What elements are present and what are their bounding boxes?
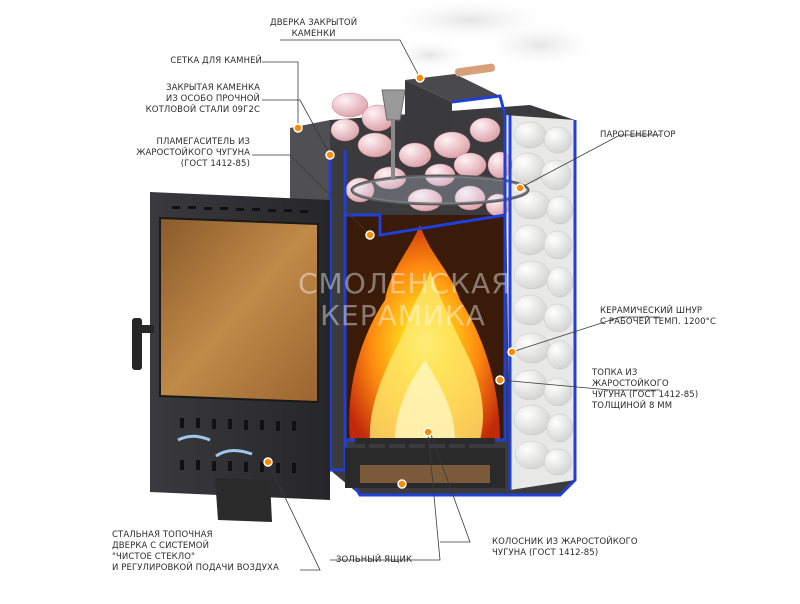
label-line: И РЕГУЛИРОВКОЙ ПОДАЧИ ВОЗДУХА (112, 563, 279, 573)
label-line: С РАБОЧЕЙ ТЕМП. 1200°С (600, 317, 717, 327)
label-fire-door: СТАЛЬНАЯ ТОПОЧНАЯ ДВЕРКА С СИСТЕМОЙ "ЧИС… (112, 530, 279, 574)
watermark-line: СМОЛЕНСКАЯ (298, 267, 512, 300)
label-line: СЕТКА ДЛЯ КАМНЕЙ (170, 56, 262, 66)
fire-door (132, 192, 330, 522)
label-line: ТОЛЩИНОЙ 8 мм (592, 401, 673, 411)
label-line: КЕРАМИЧЕСКИЙ ШНУР (600, 306, 703, 316)
steam-cloud (380, 0, 600, 71)
label-line: ПЛАМЕГАСИТЕЛЬ ИЗ (156, 137, 250, 147)
label-line: ЗОЛЬНЫЙ ЯЩИК (336, 555, 413, 565)
label-line: ЧУГУНА (ГОСТ 1412-85) (592, 390, 699, 400)
label-flame-damper: ПЛАМЕГАСИТЕЛЬ ИЗ ЖАРОСТОЙКОГО ЧУГУНА (ГО… (100, 137, 250, 170)
label-door-closed: ДВЕРКА ЗАКРЫТОЙ КАМЕНКИ (270, 18, 357, 40)
label-line: ЖАРОСТОЙКОГО (592, 379, 669, 389)
label-ceramic-cord: КЕРАМИЧЕСКИЙ ШНУР С РАБОЧЕЙ ТЕМП. 1200°С (600, 306, 716, 328)
label-ash-box: ЗОЛЬНЫЙ ЯЩИК (336, 555, 412, 566)
label-line: ЗАКРЫТАЯ КАМЕНКА (166, 83, 260, 93)
steam-generator-tray (350, 174, 530, 206)
label-line: КОЛОСНИК ИЗ ЖАРОСТОЙКОГО (492, 537, 638, 547)
ladle (381, 63, 495, 180)
grate (355, 438, 495, 450)
callout-markers (263, 73, 525, 489)
label-line: ИЗ ОСОБО ПРОЧНОЙ (165, 94, 260, 104)
label-line: СТАЛЬНАЯ ТОПОЧНАЯ (112, 530, 213, 540)
label-line: ПАРОГЕНЕРАТОР (600, 130, 676, 140)
watermark: СМОЛЕНСКАЯ КЕРАМИКА (298, 267, 512, 332)
label-steam-generator: ПАРОГЕНЕРАТОР (600, 130, 676, 141)
label-closed-heater: ЗАКРЫТАЯ КАМЕНКА ИЗ ОСОБО ПРОЧНОЙ КОТЛОВ… (100, 83, 260, 116)
label-line: ДВЕРКА ЗАКРЫТОЙ (270, 18, 358, 28)
label-line: (ГОСТ 1412-85) (180, 159, 250, 169)
label-grate: КОЛОСНИК ИЗ ЖАРОСТОЙКОГО ЧУГУНА (ГОСТ 14… (492, 537, 638, 559)
label-line: ЖАРОСТОЙКОГО ЧУГУНА (136, 148, 250, 158)
label-stone-grid: СЕТКА ДЛЯ КАМНЕЙ (128, 56, 262, 67)
firebox-fire (345, 215, 505, 440)
ceramic-panel (505, 115, 575, 490)
label-line: ТОПКА ИЗ (592, 368, 638, 378)
label-line: ДВЕРКА С СИСТЕМОЙ (112, 541, 210, 551)
label-line: КОТЛОВОЙ СТАЛИ 09Г2С (145, 105, 260, 115)
leader-lines (252, 39, 660, 571)
label-firebox: ТОПКА ИЗ ЖАРОСТОЙКОГО ЧУГУНА (ГОСТ 1412-… (592, 368, 698, 412)
label-line: КАМЕНКИ (291, 29, 336, 39)
label-line: ЧУГУНА (ГОСТ 1412-85) (492, 548, 599, 558)
label-line: "ЧИСТОЕ СТЕКЛО" (112, 552, 196, 562)
watermark-line: КЕРАМИКА (320, 299, 486, 332)
ash-box (345, 448, 505, 488)
